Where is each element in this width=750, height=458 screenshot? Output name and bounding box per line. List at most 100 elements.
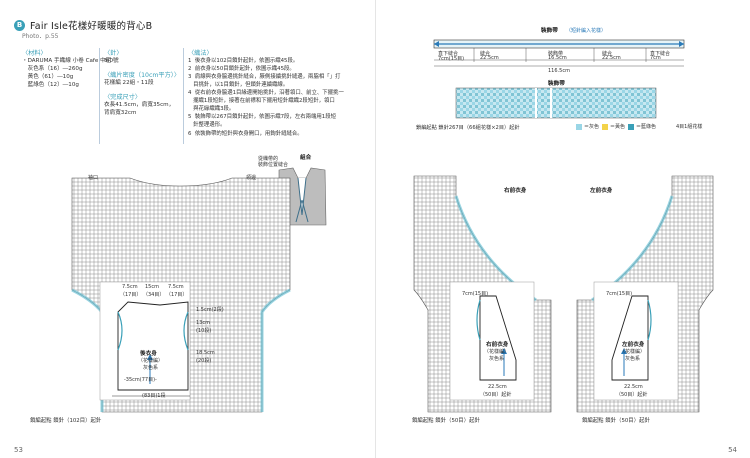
back-bottom-note: 鎖編起點 鎖針（102目）起針 [30,418,102,424]
left-front-heading: 左前衣身 [590,188,613,194]
page-number-right: 54 [728,446,737,454]
band-seg-4: 22.5cm [480,55,499,61]
top-st-3: （17目） [166,292,188,298]
side-mark-2: 13cm [196,320,210,326]
method-heading: 〈織法〉 [188,50,213,57]
right-page: 裝飾帶 （短針編入花樣） 116.5cm 直下縫合 7cm(15目) 縫合 22… [375,0,750,458]
band-seg-3: 縫合 [480,51,491,57]
top-dim-1: 7.5cm [122,284,138,290]
top-dim-3: 7.5cm [168,284,184,290]
pattern-title: Fair Isle花樣好暖暖的背心B [30,21,153,32]
rf-sub1: （花樣編） [484,349,510,355]
materials-line-1: ・DARUMA 手織線 小卷 Cafe 中粗 [22,58,112,64]
rf-title: 右前衣身 [486,342,509,348]
back-cast-on: (83目)1段 [142,393,166,399]
rf-bottom-note: 鎖編起點 鎖針（50目）起針 [412,418,480,424]
size-heading: 〈完成尺寸〉 [104,94,142,101]
band-chart-title: 裝飾帶 [548,81,565,87]
lf-width: 7cm(15目) [606,291,633,297]
sketch-note: 從織帶的 裝飾位置縫合 [258,156,289,168]
method-step-4c: 與花緣織織3段。 [188,106,235,112]
band-seg-7: 縫合 [602,51,613,57]
size-line-2: 背肩寬32cm [104,110,137,116]
side-mark-4: 18.5cm [196,350,215,356]
method-step-2: 2 前衣身以50目鎖針起針，依圖示織45段。 [188,66,295,72]
legend-teal-swatch [628,123,634,130]
materials-line-2: 灰色系（16）―260g [22,66,83,72]
top-st-1: （17目） [120,292,142,298]
top-st-2: （34目） [143,292,165,298]
rf-dim: 22.5cm [488,384,507,390]
finishing-label: 組合 [300,155,312,161]
lf-title: 左前衣身 [622,342,645,348]
rf-width: 7cm(15目) [462,291,489,297]
size-line-1: 衣長41.5cm，肩寬35cm， [104,102,175,108]
band-seg-1: 直下縫合 [438,51,459,57]
legend-gray-swatch [576,123,582,130]
legend-yellow-swatch [602,123,608,130]
side-mark-3: (10段) [196,328,212,334]
method-step-3b: 目挑針，以1目鎖針，但鎖針連續織線。 [188,82,289,88]
band-subtitle: （短針編入花樣） [566,28,607,34]
back-body-sub2: 灰色系 [143,365,159,371]
armhole-mark: 袖口 [88,175,99,181]
rf-cast: （50目）起針 [480,392,512,398]
band-schematic [433,39,685,67]
legend-teal-label: ＝藍綠色 [636,124,657,130]
column-divider-2 [183,48,184,144]
band-title: 裝飾帶 [541,28,558,34]
lf-sub1: （花樣編） [620,349,646,355]
band-seg-9: 直下縫合 [650,51,671,57]
lf-cast: （50目）起針 [616,392,648,398]
gauge-heading: 〈織片密度（10cm平方）〉 [104,72,181,79]
left-front-chart [576,175,714,413]
right-charts [413,39,714,413]
materials-heading: 〈材料〉 [22,50,47,57]
method-step-6: 6 依裝飾帶的短針與衣身開口，用鉤針縫縫合。 [188,131,303,137]
lf-dim: 22.5cm [624,384,643,390]
gauge-value: 花樣編 22組・11段 [104,80,154,86]
legend-yellow-label: ＝黃色 [610,124,626,130]
right-front-heading: 右前衣身 [504,188,527,194]
pattern-title-row: B Fair Isle花樣好暖暖的背心B [14,18,152,32]
band-seg-2: 7cm(15目) [438,56,465,62]
band-seg-8: 22.5cm [602,55,621,61]
method-step-5: 5 裝飾帶以267目鎖針起針，依圖示織7段，左右兩端用1段短 [188,114,336,120]
side-mark-5: (20段) [196,358,212,364]
band-seg-6: 16.5cm [548,55,567,61]
lf-sub2: 灰色系 [625,356,641,362]
left-page: B Fair Isle花樣好暖暖的背心B Photo．p.55 〈材料〉 ・DA… [14,18,344,454]
legend-gray: ＝灰色 [576,123,599,130]
top-dim-2: 15cm [145,284,159,290]
legend-gray-label: ＝灰色 [584,124,600,130]
right-front-chart [413,175,552,413]
column-divider-1 [99,48,100,144]
legend-yellow: ＝黃色 [602,123,625,130]
band-seg-5: 裝飾帶 [548,51,564,57]
band-chart-note: 鎖編起點 鎖針267目（66組花樣×2目）起針 [416,125,520,131]
needles-value: 5/0號 [104,58,119,64]
band-seg-10: 7cm [650,55,661,61]
neck-mark: 領邊 [246,175,257,181]
lf-bottom-note: 鎖編起點 鎖針（50目）起針 [582,418,650,424]
legend-teal: ＝藍綠色 [628,123,656,130]
side-mark-1: 1.5cm(2段) [196,307,224,313]
method-step-5b: 針整理邊形。 [188,122,226,128]
back-width: -35cm(77目)- [124,377,157,383]
materials-line-3: 黃色（61）―10g [22,74,74,80]
band-total-length: 116.5cm [548,68,570,74]
vest-sketch [278,167,327,226]
back-body-chart [71,167,327,413]
band-stitch-chart [455,87,657,119]
back-body-label: 後衣身 [140,351,157,357]
method-step-4: 4 從右前衣身脇邊1目緣邊開始挑針，沿著領口、前立、下擺挑一 [188,90,344,96]
method-step-1: 1 後衣身以102目鎖針起針，依圖示織45段。 [188,58,299,64]
materials-line-4: 藍綠色（12）―10g [22,82,79,88]
photo-reference: Photo．p.55 [22,33,59,40]
pattern-number-badge: B [14,19,25,31]
legend-repeat-note: 4目1組花樣 [676,124,703,130]
method-step-4b: 擺織1段短針，接著在前襟和下擺用短針織織2段短針，領口 [188,98,335,104]
rf-sub2: 灰色系 [489,356,505,362]
back-body-stitch-area [71,177,291,413]
page-number-left: 53 [14,446,23,454]
